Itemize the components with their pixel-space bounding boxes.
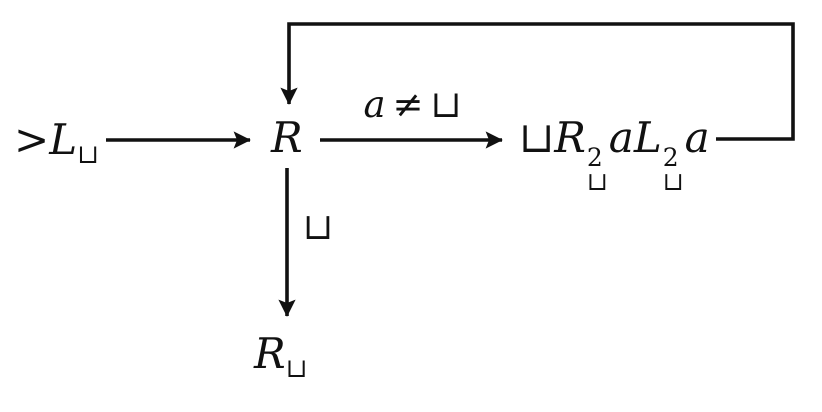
start-marker: > <box>14 115 50 164</box>
action-write-move-left: aL <box>608 113 662 162</box>
condition-var: a <box>363 83 386 126</box>
end-label: R⊔ <box>254 330 307 384</box>
action-subscript-2: ⊔ <box>662 166 684 196</box>
action-write-a: a <box>684 113 710 162</box>
action-superscript-1: 2 <box>586 143 603 172</box>
state-label: R <box>271 114 303 161</box>
start-subscript: ⊔ <box>77 140 99 170</box>
action-subscript-1: ⊔ <box>586 166 608 196</box>
state-name: R <box>271 113 303 162</box>
action-move-right: R <box>554 113 586 162</box>
loop-back-edge <box>280 22 795 141</box>
start-main: L <box>49 115 78 164</box>
blank-branch-symbol: ⊔ <box>303 207 334 248</box>
condition-blank-symbol: ⊔ <box>430 83 462 126</box>
action-supsub-1: 2⊔ <box>586 143 608 196</box>
action-blank-symbol: ⊔ <box>519 113 555 162</box>
action-superscript-2: 2 <box>662 143 679 172</box>
blank-branch-label: ⊔ <box>303 207 334 248</box>
end-main: R <box>254 329 286 378</box>
action-supsub-2: 2⊔ <box>662 143 684 196</box>
condition-label: a≠⊔ <box>330 84 495 125</box>
end-subscript: ⊔ <box>285 354 308 384</box>
start-label: >L⊔ <box>14 116 99 170</box>
not-equal-sign: ≠ <box>392 83 424 126</box>
